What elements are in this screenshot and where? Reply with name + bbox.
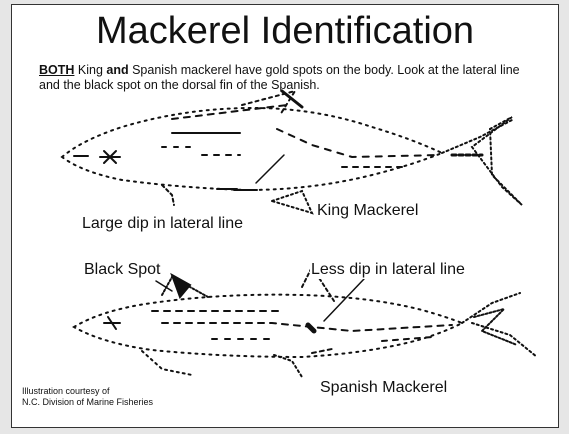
label-less-dip: Less dip in lateral line: [310, 261, 466, 279]
credit-text: Illustration courtesy of N.C. Division o…: [22, 386, 153, 408]
label-black-spot: Black Spot: [83, 261, 161, 279]
slide: Mackerel Identification BOTH King and Sp…: [11, 4, 559, 428]
label-spanish-mackerel: Spanish Mackerel: [319, 379, 448, 397]
label-king-mackerel: King Mackerel: [316, 202, 419, 220]
credit-line-2: N.C. Division of Marine Fisheries: [22, 397, 153, 408]
credit-line-1: Illustration courtesy of: [22, 386, 153, 397]
label-large-dip: Large dip in lateral line: [81, 215, 244, 233]
